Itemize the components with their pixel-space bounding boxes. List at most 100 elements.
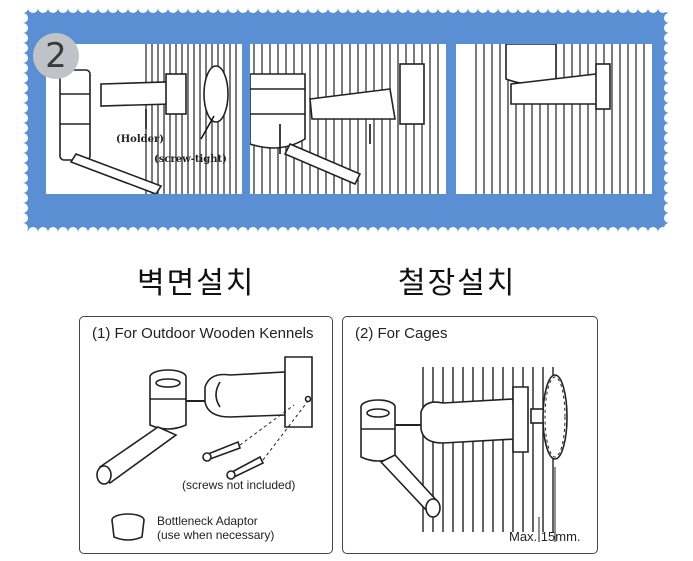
scallop-notch <box>598 3 608 13</box>
scallop-notch <box>128 227 138 237</box>
scallop-notch <box>18 13 28 23</box>
screw-tight-label: (screw-tight) <box>154 154 227 165</box>
scallop-notch <box>398 3 408 13</box>
scallop-notch <box>68 3 78 13</box>
step-number-badge: 2 <box>33 33 79 79</box>
scallop-notch <box>368 3 378 13</box>
scallop-notch <box>58 227 68 237</box>
scallop-notch <box>48 227 58 237</box>
step-panel-2 <box>250 44 446 194</box>
scallop-notch <box>18 193 28 203</box>
scallop-notch <box>438 227 448 237</box>
scallop-notch <box>28 227 38 237</box>
scallop-notch <box>308 3 318 13</box>
scallop-notch <box>388 3 398 13</box>
scallop-notch <box>18 153 28 163</box>
outdoor-kennel-title: (1) For Outdoor Wooden Kennels <box>92 325 314 342</box>
screws-note: (screws not included) <box>182 478 296 492</box>
scallop-notch <box>48 3 58 13</box>
scallop-notch <box>458 3 468 13</box>
scallop-notch <box>18 133 28 143</box>
step-panel-1: (Holder) (screw-tight) <box>46 44 242 194</box>
scallop-notch <box>568 227 578 237</box>
scallop-notch <box>664 13 674 23</box>
scallop-notch <box>78 227 88 237</box>
scallop-notch <box>168 3 178 13</box>
scallop-notch <box>418 3 428 13</box>
scallop-notch <box>338 3 348 13</box>
scallop-notch <box>188 3 198 13</box>
scallop-notch <box>664 73 674 83</box>
scallop-notch <box>18 63 28 73</box>
scallop-notch <box>108 3 118 13</box>
scallop-notch <box>218 227 228 237</box>
scallop-notch <box>448 3 458 13</box>
scallop-notch <box>18 73 28 83</box>
scallop-notch <box>88 3 98 13</box>
scallop-notch <box>664 143 674 153</box>
scallop-notch <box>288 227 298 237</box>
scallop-notch <box>208 3 218 13</box>
scallop-notch <box>328 227 338 237</box>
scallop-notch <box>98 3 108 13</box>
scallop-notch <box>328 3 338 13</box>
scallop-notch <box>198 227 208 237</box>
scallop-notch <box>18 33 28 43</box>
scallop-notch <box>608 227 618 237</box>
scallop-notch <box>664 123 674 133</box>
scallop-notch <box>428 227 438 237</box>
scallop-notch <box>418 227 428 237</box>
scallop-notch <box>78 3 88 13</box>
scallop-notch <box>578 227 588 237</box>
wall-install-heading: 벽면설치 <box>137 266 256 301</box>
scallop-notch <box>18 123 28 133</box>
scallop-notch <box>368 227 378 237</box>
scallop-notch <box>608 3 618 13</box>
scallop-notch <box>18 213 28 223</box>
scallop-notch <box>58 3 68 13</box>
scallop-notch <box>548 227 558 237</box>
scallop-notch <box>664 93 674 103</box>
scallop-notch <box>664 133 674 143</box>
scallop-notch <box>308 227 318 237</box>
scallop-notch <box>158 227 168 237</box>
scallop-notch <box>664 53 674 63</box>
scallop-notch <box>408 3 418 13</box>
scallop-notch <box>268 3 278 13</box>
scallop-notch <box>478 227 488 237</box>
scallop-notch <box>198 3 208 13</box>
scallop-notch <box>468 227 478 237</box>
outdoor-kennel-drawing <box>96 356 313 541</box>
scallop-notch <box>18 23 28 33</box>
adaptor-label-line1: Bottleneck Adaptor <box>157 514 258 528</box>
scallop-notch <box>158 3 168 13</box>
scallop-notch <box>278 227 288 237</box>
scallop-notch <box>18 173 28 183</box>
scallop-notch <box>208 227 218 237</box>
scallop-notch <box>664 83 674 93</box>
scallop-notch <box>538 3 548 13</box>
scallop-notch <box>664 223 674 233</box>
scallop-notch <box>18 83 28 93</box>
scallop-notch <box>18 113 28 123</box>
scallop-notch <box>664 63 674 73</box>
scallop-notch <box>518 3 528 13</box>
scallop-notch <box>278 3 288 13</box>
scallop-notch <box>318 3 328 13</box>
scallop-notch <box>348 227 358 237</box>
scallop-notch <box>428 3 438 13</box>
scallop-notch <box>664 183 674 193</box>
scallop-notch <box>508 3 518 13</box>
scallop-notch <box>18 3 28 13</box>
scallop-notch <box>18 183 28 193</box>
scallop-notch <box>148 227 158 237</box>
scallop-notch <box>568 3 578 13</box>
scallop-notch <box>68 227 78 237</box>
scallop-notch <box>298 3 308 13</box>
scallop-notch <box>558 227 568 237</box>
scallop-notch <box>18 53 28 63</box>
scallop-notch <box>338 227 348 237</box>
scallop-notch <box>348 3 358 13</box>
scallop-notch <box>258 3 268 13</box>
scallop-notch <box>178 227 188 237</box>
